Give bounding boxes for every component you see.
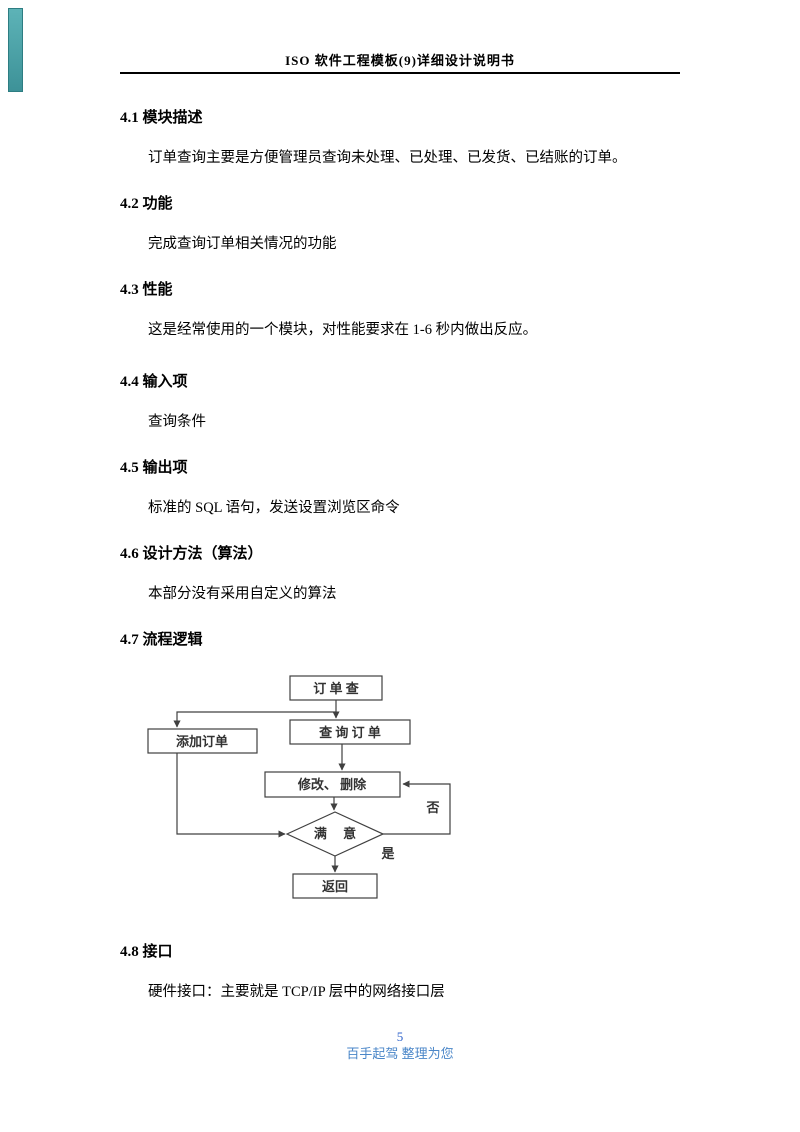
section-4-7: 4.7 流程逻辑	[120, 630, 680, 650]
header-rule	[120, 72, 680, 74]
section-heading: 4.3 性能	[120, 282, 173, 298]
section-heading: 4.6 设计方法（算法）	[120, 546, 263, 562]
section-heading: 4.4 输入项	[120, 374, 188, 390]
flow-node-modify-delete	[264, 771, 401, 798]
footer-credit: 百手起驾 整理为您	[346, 1046, 454, 1061]
section-heading: 4.8 接口	[120, 944, 173, 960]
flow-node-return-label: 返回	[322, 879, 348, 894]
page-footer: 5 百手起驾 整理为您	[0, 1028, 800, 1062]
flow-node-query-order-label: 查 询 订 单	[318, 725, 381, 740]
flow-node-order-query-label: 订 单 查	[313, 681, 360, 696]
section-4-5: 4.5 输出项 标准的 SQL 语句，发送设置浏览区命令	[120, 458, 680, 518]
header-title: ISO 软件工程模板(9)详细设计说明书	[285, 53, 515, 68]
section-4-8: 4.8 接口 硬件接口：主要就是 TCP/IP 层中的网络接口层	[120, 942, 680, 1002]
flow-node-return	[292, 873, 378, 899]
flow-node-add-order	[147, 728, 258, 754]
flow-node-order-query	[289, 675, 383, 701]
flow-node-satisfied-diamond	[285, 811, 385, 857]
flow-node-query-order	[289, 719, 411, 745]
section-4-3: 4.3 性能 这是经常使用的一个模块，对性能要求在 1-6 秒内做出反应。	[120, 280, 680, 340]
flowchart-diagram: 订 单 查 查 询 订 单 添加订单 修改、 删除 满 意 返回 是 否	[147, 675, 451, 899]
flow-arrow-no-feedback	[383, 780, 451, 835]
flow-arrow-add-order-to-diamond	[176, 753, 286, 838]
section-body: 订单查询主要是方便管理员查询未处理、已处理、已发货、已结账的订单。	[148, 150, 627, 166]
section-heading: 4.2 功能	[120, 196, 173, 212]
section-4-6: 4.6 设计方法（算法） 本部分没有采用自定义的算法	[120, 544, 680, 604]
flow-label-no: 否	[425, 800, 439, 815]
document-content: 4.1 模块描述 订单查询主要是方便管理员查询未处理、已处理、已发货、已结账的订…	[120, 92, 680, 1002]
section-body: 标准的 SQL 语句，发送设置浏览区命令	[148, 500, 400, 516]
section-body: 完成查询订单相关情况的功能	[148, 236, 337, 252]
section-body: 查询条件	[148, 414, 206, 430]
section-body: 这是经常使用的一个模块，对性能要求在 1-6 秒内做出反应。	[148, 322, 538, 338]
section-heading: 4.1 模块描述	[120, 110, 203, 126]
flow-arrow-branch-to-add-order	[173, 711, 336, 728]
section-4-1: 4.1 模块描述 订单查询主要是方便管理员查询未处理、已处理、已发货、已结账的订…	[120, 108, 680, 168]
section-4-4: 4.4 输入项 查询条件	[120, 372, 680, 432]
section-heading: 4.7 流程逻辑	[120, 632, 203, 648]
page-number: 5	[396, 1029, 404, 1044]
flow-node-add-order-label: 添加订单	[176, 734, 228, 749]
section-4-2: 4.2 功能 完成查询订单相关情况的功能	[120, 194, 680, 254]
flow-label-yes: 是	[380, 846, 395, 861]
flow-node-modify-delete-label: 修改、 删除	[297, 777, 367, 792]
section-body: 本部分没有采用自定义的算法	[148, 586, 337, 602]
section-heading: 4.5 输出项	[120, 460, 188, 476]
page-corner-decoration	[8, 8, 23, 92]
flow-node-satisfied-label: 满 意	[314, 826, 356, 841]
section-body: 硬件接口：主要就是 TCP/IP 层中的网络接口层	[148, 984, 445, 1000]
